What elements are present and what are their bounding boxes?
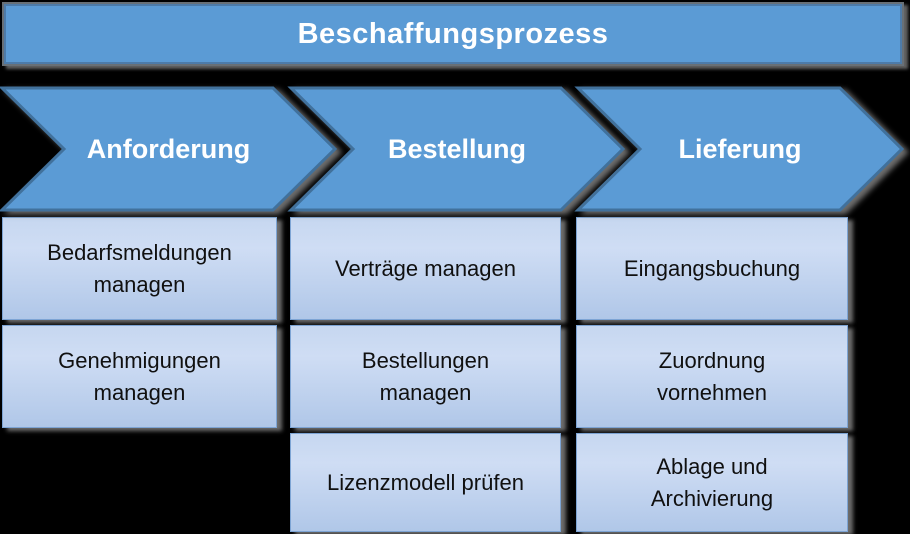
step-box-ablage-archivierung: Ablage und Archivierung	[576, 433, 848, 532]
title-bar: Beschaffungsprozess	[2, 2, 904, 66]
step-box-lizenzmodell-pruefen: Lizenzmodell prüfen	[290, 433, 561, 532]
step-box-bestellungen-managen: Bestellungen managen	[290, 325, 561, 428]
step-box-genehmigungen-managen: Genehmigungen managen	[2, 325, 277, 428]
step-box-zuordnung-vornehmen: Zuordnung vornehmen	[576, 325, 848, 428]
chevron-shape-anforderung	[0, 86, 338, 212]
chevron-shape-bestellung	[287, 86, 626, 212]
chevron-shape-lieferung	[574, 86, 905, 212]
step-box-bedarfsmeldungen-managen: Bedarfsmeldungen managen	[2, 217, 277, 320]
step-box-vertraege-managen: Verträge managen	[290, 217, 561, 320]
diagram-title: Beschaffungsprozess	[297, 17, 609, 50]
step-box-eingangsbuchung: Eingangsbuchung	[576, 217, 848, 320]
